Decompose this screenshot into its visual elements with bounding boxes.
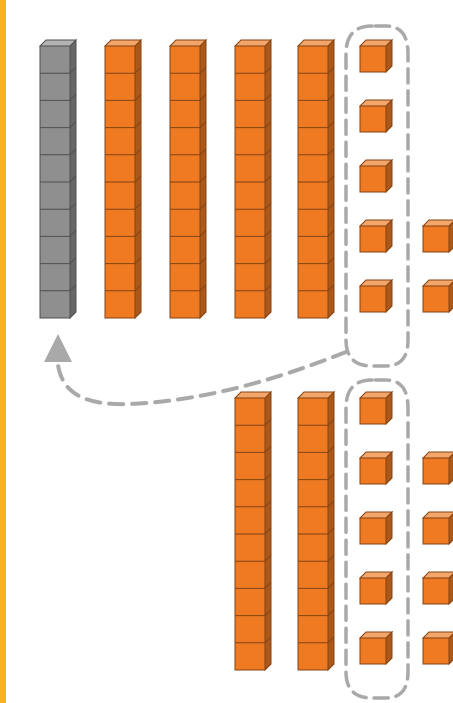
ten-rod: [105, 40, 141, 318]
unit-cube: [360, 160, 392, 192]
unit-cube: [360, 572, 392, 604]
unit-cube: [360, 220, 392, 252]
unit-cube: [360, 280, 392, 312]
ten-rod: [235, 392, 271, 670]
ten-rod: [298, 392, 334, 670]
unit-cube: [423, 512, 453, 544]
unit-cube: [360, 392, 392, 424]
ten-rod: [170, 40, 206, 318]
unit-cube: [423, 632, 453, 664]
unit-cube: [360, 632, 392, 664]
unit-cube: [423, 280, 453, 312]
unit-cube: [360, 452, 392, 484]
unit-cube: [423, 452, 453, 484]
ten-rod: [235, 40, 271, 318]
outline-top-units: [346, 26, 408, 366]
unit-cube: [423, 220, 453, 252]
regroup-arrowhead: [44, 334, 72, 362]
unit-cube: [360, 100, 392, 132]
margin-rule: [0, 0, 6, 703]
ten-rod: [298, 40, 334, 318]
unit-cube: [360, 40, 392, 72]
unit-cube: [360, 512, 392, 544]
regrouped-ten-rod: [40, 40, 76, 318]
unit-cube: [423, 572, 453, 604]
